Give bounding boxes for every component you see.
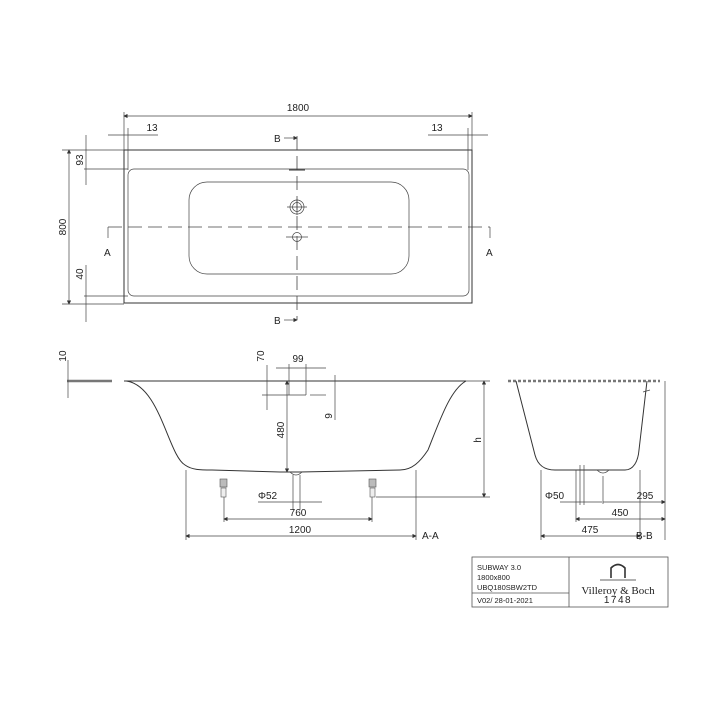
dim-left-rim: 13 [146, 123, 158, 134]
dim-drain-diameter-bb: Φ50 [545, 491, 565, 502]
brand-name: Villeroy & Boch [581, 585, 655, 597]
dim-bottom-length: 1200 [289, 525, 312, 536]
dim-back-rim: 93 [75, 154, 86, 166]
dim-inner-depth: 480 [276, 421, 287, 438]
section-aa-name: A-A [422, 531, 439, 542]
tub-cross-profile [515, 380, 648, 471]
section-aa-view: 10 70 99 9 480 h Φ52 760 1200 A-A [58, 350, 490, 542]
overflow-icon [287, 199, 307, 215]
dim-overflow-width: 99 [292, 354, 304, 365]
foot-left-icon [219, 478, 228, 498]
dim-drain-diameter: Φ52 [258, 491, 278, 502]
tub-profile [125, 380, 467, 473]
product-size: 1800x800 [477, 573, 510, 582]
dim-feet-spacing: 760 [290, 508, 307, 519]
version-date: V02/ 28-01-2021 [477, 596, 533, 605]
article-number: UBQ180SBW2TD [477, 583, 538, 592]
tub-outline [123, 149, 473, 304]
product-name: SUBWAY 3.0 [477, 563, 521, 572]
section-b-bottom: B [274, 316, 281, 327]
dim-depth: 800 [58, 218, 69, 235]
dim-overflow-offset: 70 [256, 350, 267, 362]
dim-drain-offset: 295 [637, 491, 654, 502]
section-bb-view: Φ50 295 450 475 B-B [508, 379, 666, 542]
section-b-top: B [274, 134, 281, 145]
basin-outline [188, 181, 410, 275]
dim-width: 1800 [287, 103, 310, 114]
title-block: SUBWAY 3.0 1800x800 UBQ180SBW2TD V02/ 28… [471, 556, 669, 608]
foot-right-icon [368, 478, 377, 498]
top-view: 1800 13 13 800 93 40 A A B B [58, 103, 493, 327]
section-a-left: A [104, 248, 111, 259]
drain-icon [286, 232, 308, 242]
dim-right-rim: 13 [431, 123, 443, 134]
dim-rim-thickness: 10 [58, 350, 69, 362]
dim-height: h [473, 437, 484, 443]
dim-front-rim: 40 [75, 268, 86, 280]
brand-logo-icon [600, 563, 636, 581]
brand-year: 1748 [604, 595, 632, 606]
dim-bottom-width: 475 [582, 525, 599, 536]
dim-overflow-height: 9 [324, 413, 335, 419]
section-a-right: A [486, 248, 493, 259]
inner-rim [127, 168, 470, 297]
dim-outlet-offset: 450 [612, 508, 629, 519]
section-bb-name: B-B [636, 531, 653, 542]
